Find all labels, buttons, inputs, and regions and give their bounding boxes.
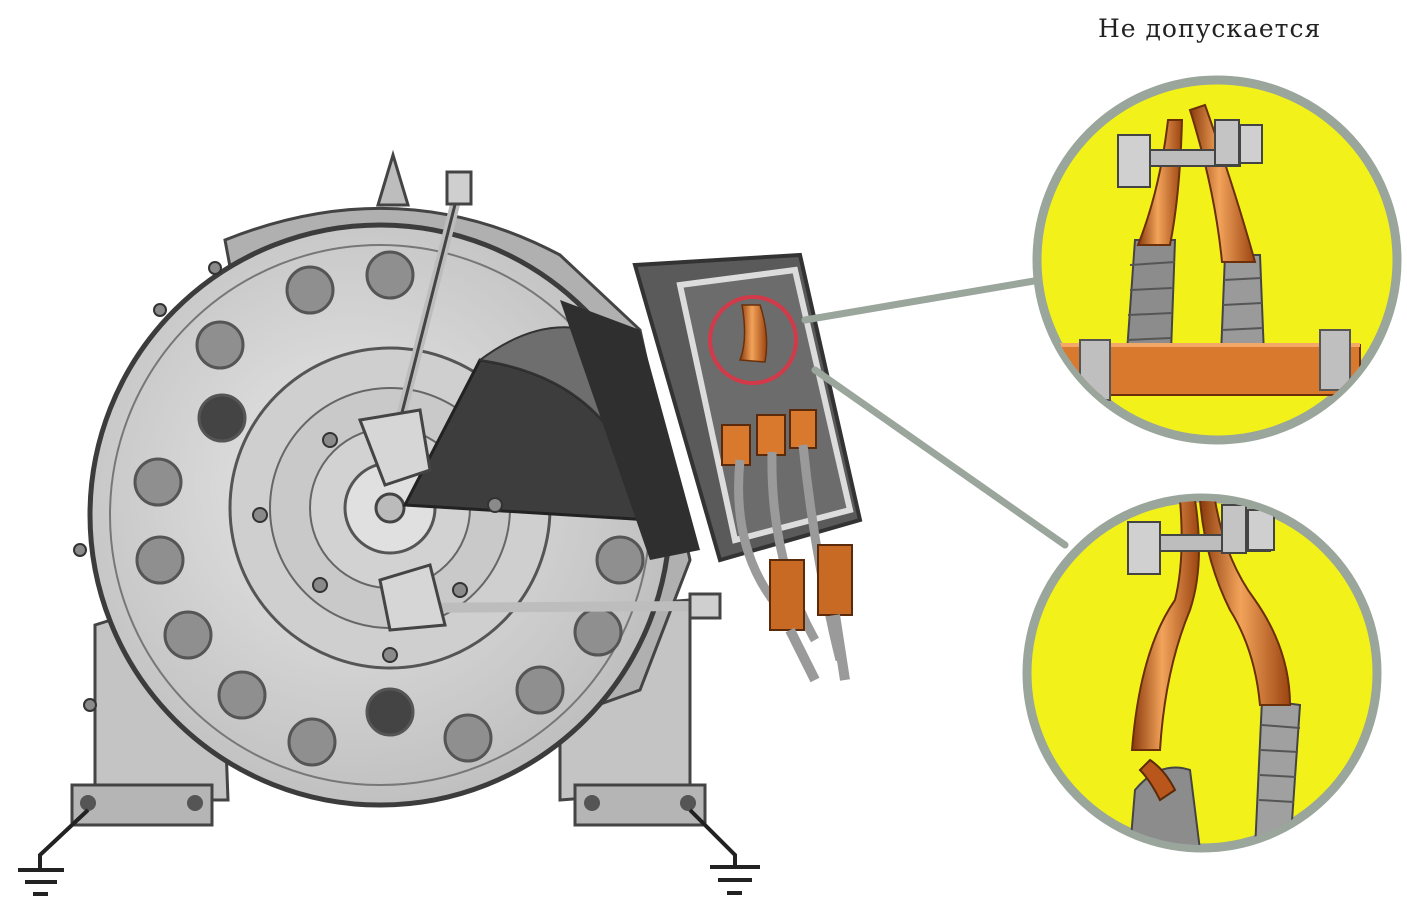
lifting-eye: [375, 149, 411, 207]
callout-not-allowed: [1032, 75, 1402, 445]
tie-rods: [390, 170, 722, 620]
callout-lines: [801, 276, 1069, 549]
motor-shaft: [374, 492, 406, 524]
caption-not-allowed: Не допускается: [1098, 14, 1322, 43]
electric-motor: [70, 149, 863, 827]
defect-highlight-ring: [708, 295, 798, 385]
ground-symbol-icon: [688, 808, 760, 895]
terminal-box: [632, 252, 863, 683]
ground-left: [18, 808, 90, 896]
ventilation-holes: [133, 250, 645, 767]
callout-example-2: [1022, 493, 1382, 853]
